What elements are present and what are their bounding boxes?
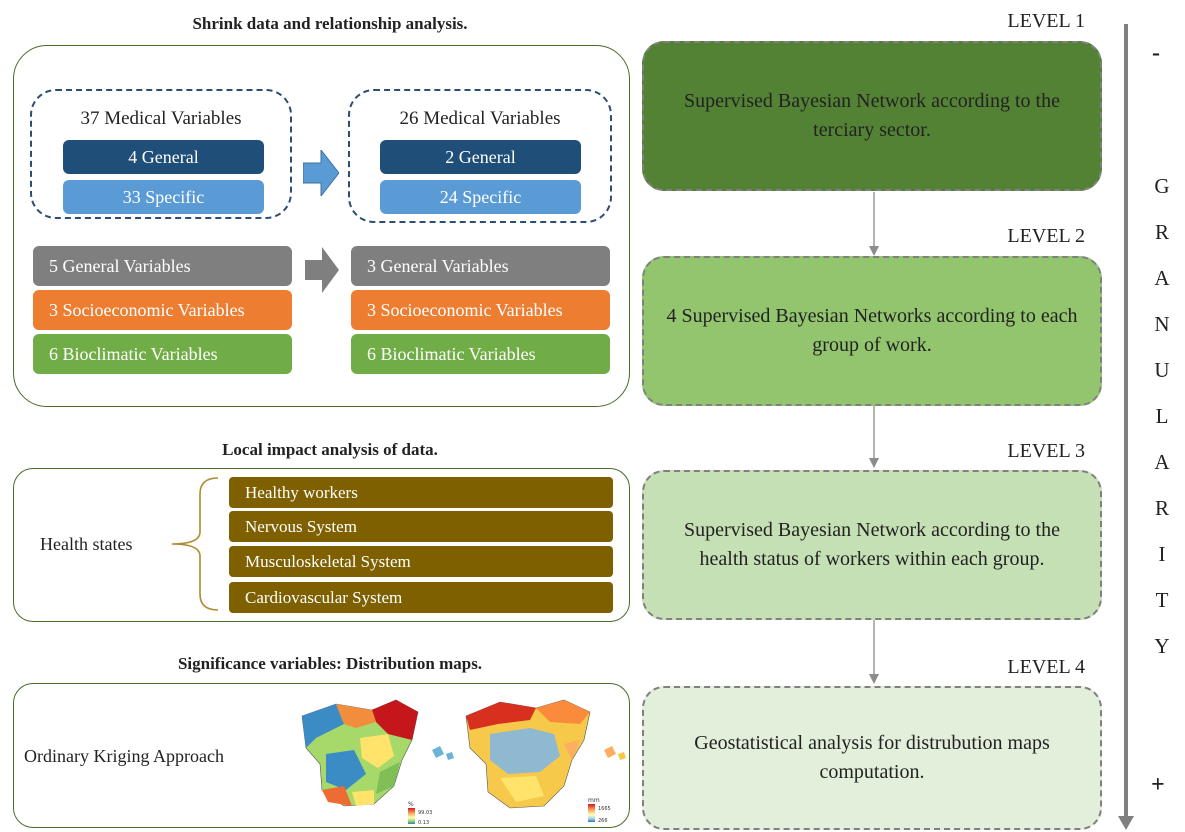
health-state-nervous: Nervous System	[229, 511, 613, 542]
granularity-letter: R	[1154, 496, 1169, 520]
after-specific-pill: 24 Specific	[380, 180, 581, 214]
svg-text:0.13: 0.13	[418, 820, 429, 826]
before-specific-pill: 33 Specific	[63, 180, 264, 214]
granularity-letter: T	[1155, 588, 1169, 612]
distribution-map-1: % 99.03 0.13	[301, 699, 454, 826]
left-general-variables: 5 General Variables	[33, 246, 292, 286]
level-1-label: LEVEL 1	[1007, 10, 1085, 32]
right-socioeconomic-variables: 3 Socioeconomic Variables	[351, 290, 610, 330]
after-medical-title: 26 Medical Variables	[399, 108, 561, 129]
granularity-letter: Y	[1154, 634, 1170, 658]
health-states-label: Health states	[40, 534, 133, 554]
brace-icon	[171, 477, 219, 611]
granularity-plus: +	[1151, 772, 1165, 798]
granularity-letter: A	[1154, 450, 1170, 474]
level-4-label: LEVEL 4	[1007, 656, 1085, 678]
level-3-label: LEVEL 3	[1007, 440, 1085, 462]
level-3-box: Supervised Bayesian Network according to…	[642, 470, 1102, 620]
reduce-arrow-icon	[305, 247, 339, 293]
granularity-letters: G R A N U L A R I T Y	[1142, 174, 1182, 680]
granularity-arrow-icon	[1118, 24, 1134, 830]
distribution-map-2: mm 1665 266	[465, 699, 626, 824]
granularity-letter: R	[1154, 220, 1169, 244]
health-state-healthy: Healthy workers	[229, 477, 613, 508]
right-general-variables: 3 General Variables	[351, 246, 610, 286]
kriging-label: Ordinary Kriging Approach	[24, 746, 224, 766]
section1-heading: Shrink data and relationship analysis.	[192, 14, 468, 33]
health-panel	[13, 468, 630, 622]
granularity-letter: L	[1155, 404, 1169, 428]
svg-text:99.03: 99.03	[418, 810, 432, 816]
level-1-box: Supervised Bayesian Network according to…	[642, 41, 1102, 191]
after-medical-box	[348, 89, 612, 223]
before-general-pill: 4 General	[63, 140, 264, 174]
granularity-letter: U	[1154, 358, 1170, 382]
left-bioclimatic-variables: 6 Bioclimatic Variables	[33, 334, 292, 374]
right-bioclimatic-variables: 6 Bioclimatic Variables	[351, 334, 610, 374]
level-connectors	[869, 192, 879, 684]
svg-text:%: %	[408, 801, 414, 808]
before-medical-box	[30, 89, 292, 219]
granularity-letter: N	[1154, 312, 1170, 336]
level-4-box: Geostatistical analysis for distrubution…	[642, 686, 1102, 830]
health-state-musculoskeletal: Musculoskeletal System	[229, 546, 613, 577]
level-2-box: 4 Supervised Bayesian Networks according…	[642, 256, 1102, 406]
shrink-panel	[13, 45, 630, 407]
granularity-letter: A	[1154, 266, 1170, 290]
granularity-letter: G	[1154, 174, 1170, 198]
section3-heading: Significance variables: Distribution map…	[177, 654, 483, 673]
kriging-panel	[13, 683, 630, 828]
granularity-minus: -	[1152, 40, 1160, 66]
shrink-arrow-icon	[303, 150, 339, 196]
left-socioeconomic-variables: 3 Socioeconomic Variables	[33, 290, 292, 330]
svg-text:mm: mm	[588, 797, 600, 804]
after-general-pill: 2 General	[380, 140, 581, 174]
health-state-cardiovascular: Cardiovascular System	[229, 582, 613, 613]
section2-heading: Local impact analysis of data.	[222, 440, 438, 459]
level-2-label: LEVEL 2	[1007, 225, 1085, 247]
before-medical-title: 37 Medical Variables	[80, 108, 242, 129]
svg-text:266: 266	[598, 818, 608, 824]
granularity-letter: I	[1158, 542, 1166, 566]
svg-text:1665: 1665	[598, 806, 611, 812]
